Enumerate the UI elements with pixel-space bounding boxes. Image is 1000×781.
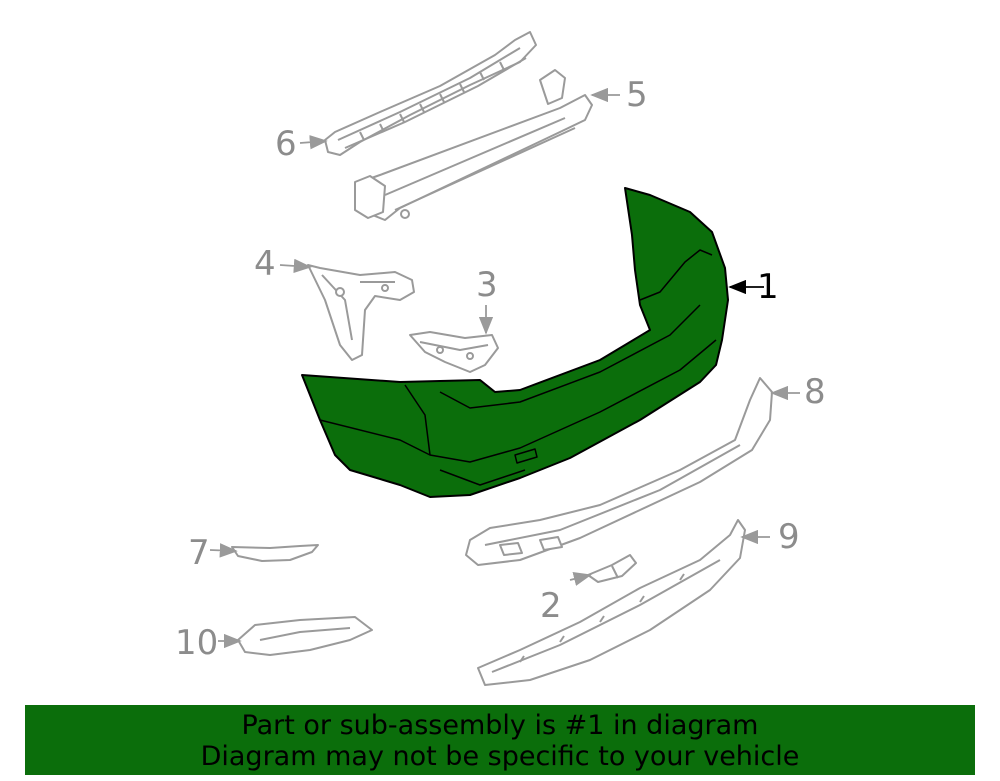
part-3-bracket[interactable] [409,331,499,373]
callout-5: 5 [626,75,648,115]
part-2-sensor[interactable] [587,554,637,583]
callout-3: 3 [476,265,498,305]
part-6-energy-absorber[interactable] [324,31,537,156]
banner-line-2: Diagram may not be specific to your vehi… [200,741,800,772]
part-10-bezel[interactable] [237,616,373,656]
parts-diagram [209,31,800,686]
part-4-bracket[interactable] [307,264,415,361]
part-5-reinforcement-beam[interactable] [354,69,593,221]
callout-10: 10 [175,623,219,663]
part-7-reflector[interactable] [231,544,319,562]
callout-2: 2 [540,586,562,626]
info-banner: Part or sub-assembly is #1 in diagram Di… [25,705,975,775]
callout-7: 7 [188,533,210,573]
banner-line-1: Part or sub-assembly is #1 in diagram [241,710,759,741]
part-8-lower-trim[interactable] [465,377,773,566]
callout-4: 4 [254,244,276,284]
leader-lines [209,87,800,649]
callout-9: 9 [778,517,800,557]
callout-1: 1 [757,267,779,307]
part-1-bumper-cover[interactable] [301,187,729,498]
callout-6: 6 [275,124,297,164]
callout-8: 8 [804,372,826,412]
